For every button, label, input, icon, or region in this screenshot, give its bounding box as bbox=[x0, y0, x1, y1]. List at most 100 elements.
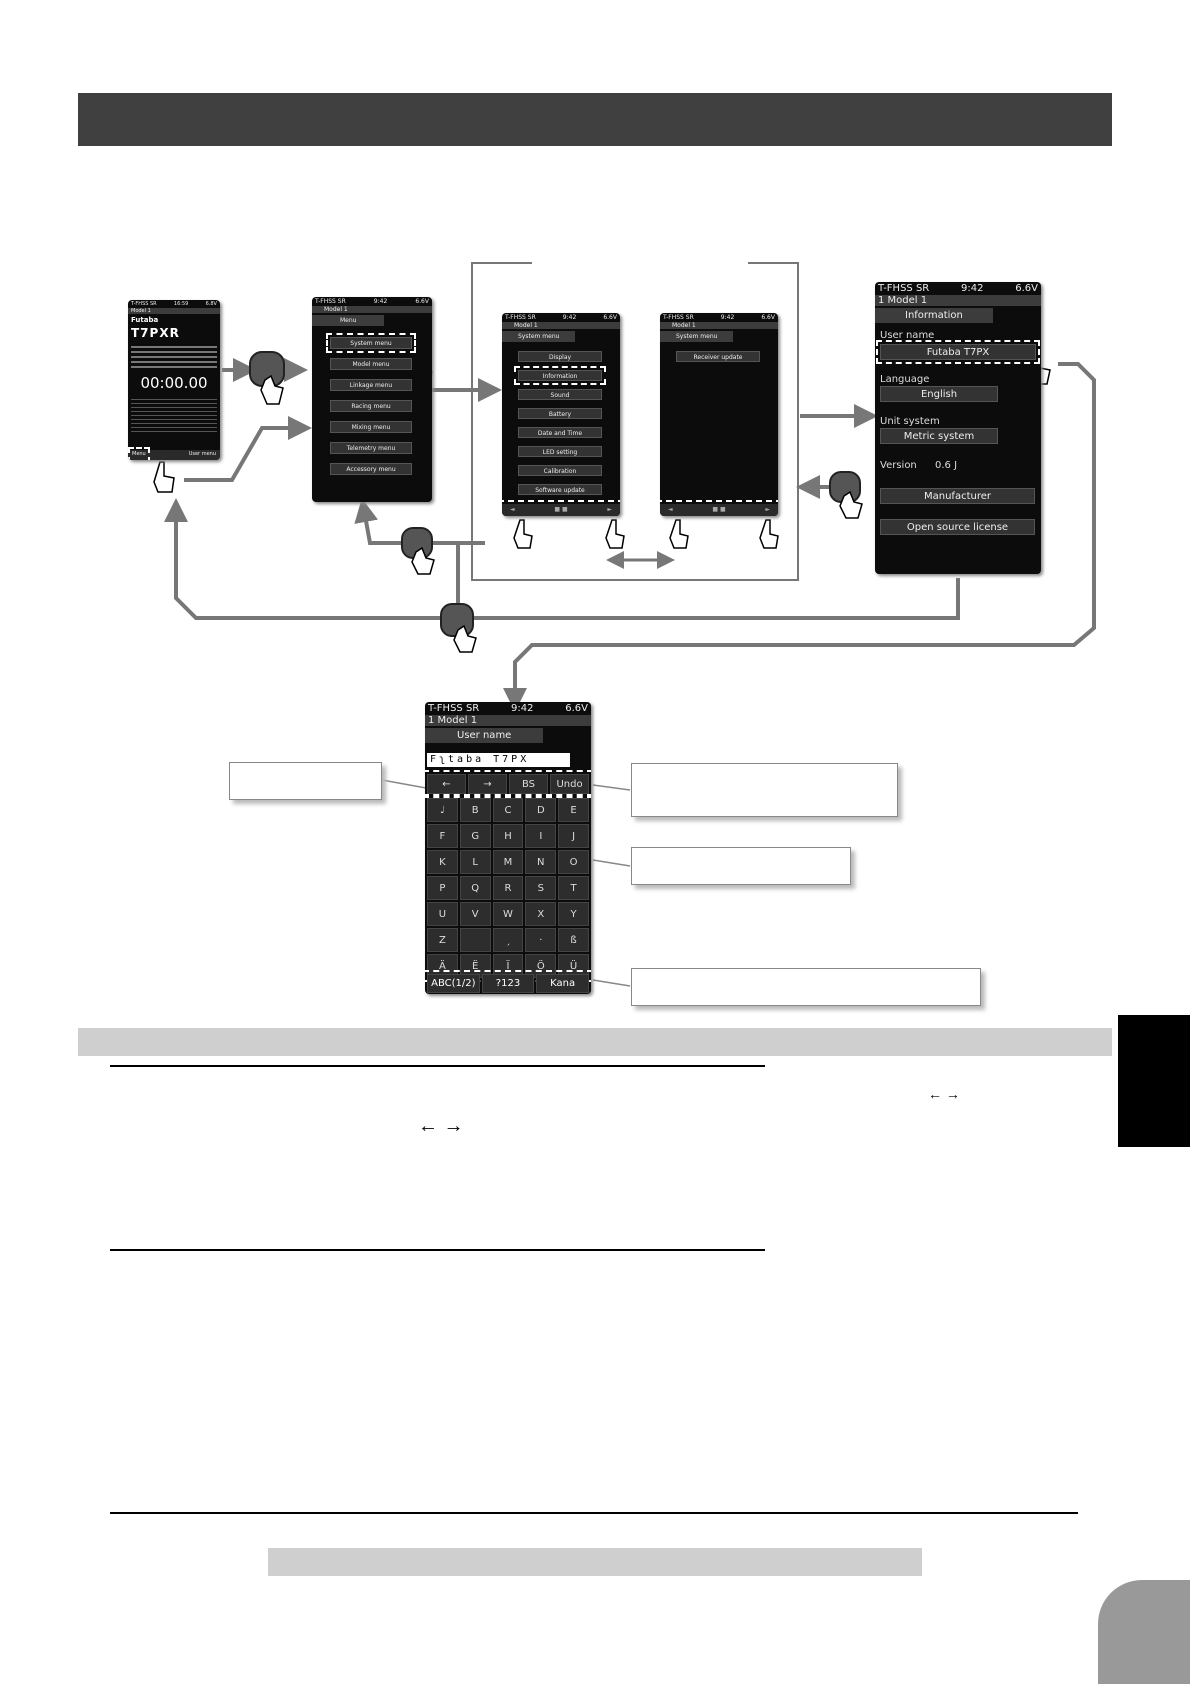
unit-system-button[interactable]: Metric system bbox=[880, 428, 998, 444]
page-prev-button[interactable]: ◄ bbox=[668, 506, 673, 513]
mixing-menu-button[interactable]: Mixing menu bbox=[330, 421, 412, 433]
sound-button[interactable]: Sound bbox=[518, 389, 602, 400]
rule-2 bbox=[110, 1249, 765, 1251]
trim-bars bbox=[131, 343, 217, 371]
char-key[interactable]: · bbox=[525, 928, 557, 952]
page-number-tab bbox=[1098, 1580, 1190, 1684]
char-key[interactable]: J bbox=[558, 824, 589, 848]
menu-softkey[interactable]: Menu bbox=[128, 447, 150, 460]
user-name-label: User name bbox=[880, 330, 935, 341]
language-button[interactable]: English bbox=[880, 386, 998, 402]
status-protocol: T-FHSS SR bbox=[505, 314, 536, 321]
status-protocol: T-FHSS SR bbox=[663, 314, 694, 321]
user-name-button[interactable]: Futaba T7PX bbox=[876, 340, 1040, 364]
char-key[interactable]: ♩ bbox=[427, 798, 458, 822]
space-key[interactable] bbox=[459, 928, 491, 952]
section-header-bar bbox=[78, 93, 1112, 146]
accessory-menu-button[interactable]: Accessory menu bbox=[330, 463, 412, 475]
rule-3 bbox=[110, 1512, 1078, 1514]
display-button[interactable]: Display bbox=[518, 351, 602, 362]
arrow-glyphs-right: ← → bbox=[928, 1086, 960, 1102]
screen-title: User name bbox=[425, 728, 544, 743]
linkage-menu-button[interactable]: Linkage menu bbox=[330, 379, 412, 391]
subsection-band bbox=[78, 1028, 1112, 1056]
callout-character-keys bbox=[631, 847, 851, 885]
char-key[interactable]: Y bbox=[558, 902, 589, 926]
system-menu-button[interactable]: System menu bbox=[326, 333, 416, 353]
char-key[interactable]: G bbox=[459, 824, 491, 848]
char-key[interactable]: C bbox=[492, 798, 524, 822]
symbol-mode-button[interactable]: ?123 bbox=[481, 974, 535, 993]
char-key[interactable]: R bbox=[492, 876, 524, 900]
model-name: Model 1 bbox=[502, 322, 620, 329]
language-label: Language bbox=[880, 374, 930, 385]
date-time-button[interactable]: Date and Time bbox=[518, 427, 602, 438]
char-key[interactable]: Q bbox=[459, 876, 491, 900]
telemetry-menu-button[interactable]: Telemetry menu bbox=[330, 442, 412, 454]
char-key[interactable]: O bbox=[558, 850, 589, 874]
character-keys: ♩ B C D E F G H I J K L M N O P Q R S T … bbox=[425, 794, 591, 982]
char-key[interactable]: X bbox=[525, 902, 557, 926]
brand-logo: Futaba bbox=[131, 316, 159, 324]
page-next-button[interactable]: ► bbox=[607, 506, 612, 513]
status-time: 9:42 bbox=[511, 703, 534, 714]
page-prev-button[interactable]: ◄ bbox=[510, 506, 515, 513]
abc-mode-button[interactable]: ABC(1/2) bbox=[427, 974, 480, 993]
led-setting-button[interactable]: LED setting bbox=[518, 446, 602, 457]
char-key[interactable]: F bbox=[427, 824, 458, 848]
undo-key[interactable]: Undo bbox=[550, 774, 589, 794]
user-name-input[interactable]: Fʅtaba T7PX bbox=[427, 753, 570, 767]
backspace-key[interactable]: BS bbox=[509, 774, 548, 794]
char-key[interactable]: ˏ bbox=[492, 928, 524, 952]
status-battery: 6.8V bbox=[205, 301, 217, 307]
status-time: 9:42 bbox=[373, 298, 388, 305]
user-menu-softkey[interactable]: User menu bbox=[188, 451, 216, 457]
timer-display: 00:00.00 bbox=[140, 374, 208, 392]
char-key[interactable]: P bbox=[427, 876, 458, 900]
cursor-left-key[interactable]: ← bbox=[427, 774, 466, 794]
software-update-button[interactable]: Software update bbox=[518, 484, 602, 495]
information-button[interactable]: Information bbox=[514, 366, 606, 385]
char-key[interactable]: M bbox=[492, 850, 524, 874]
page-next-button[interactable]: ► bbox=[765, 506, 770, 513]
char-key[interactable]: ß bbox=[558, 928, 589, 952]
open-source-license-button[interactable]: Open source license bbox=[880, 519, 1035, 535]
char-key[interactable]: U bbox=[427, 902, 458, 926]
char-key[interactable]: E bbox=[558, 798, 589, 822]
char-key[interactable]: L bbox=[459, 850, 491, 874]
manufacturer-button[interactable]: Manufacturer bbox=[880, 488, 1035, 504]
arrow-glyphs-center: ← → bbox=[418, 1115, 464, 1137]
status-protocol: T-FHSS SR bbox=[315, 298, 346, 305]
kana-mode-button[interactable]: Kana bbox=[536, 974, 589, 993]
char-key[interactable]: T bbox=[558, 876, 589, 900]
char-key[interactable]: S bbox=[525, 876, 557, 900]
char-key[interactable]: H bbox=[492, 824, 524, 848]
char-key[interactable]: I bbox=[525, 824, 557, 848]
char-key[interactable]: D bbox=[525, 798, 557, 822]
status-protocol: T-FHSS SR bbox=[131, 301, 157, 307]
model-menu-button[interactable]: Model menu bbox=[330, 358, 412, 370]
char-key[interactable]: Z bbox=[427, 928, 458, 952]
screen-title: System menu bbox=[502, 331, 576, 342]
char-key[interactable]: B bbox=[459, 798, 491, 822]
cursor-right-key[interactable]: → bbox=[468, 774, 507, 794]
char-key[interactable]: V bbox=[459, 902, 491, 926]
model-name: 1 Model 1 bbox=[875, 295, 1041, 306]
calibration-button[interactable]: Calibration bbox=[518, 465, 602, 476]
callout-edit-keys bbox=[631, 763, 898, 817]
model-name: Model 1 bbox=[128, 308, 220, 314]
screen-title: Information bbox=[875, 308, 993, 323]
battery-button[interactable]: Battery bbox=[518, 408, 602, 419]
char-key[interactable]: W bbox=[492, 902, 524, 926]
char-key[interactable]: N bbox=[525, 850, 557, 874]
status-battery: 6.6V bbox=[565, 703, 588, 714]
receiver-update-button[interactable]: Receiver update bbox=[676, 351, 760, 362]
char-key[interactable]: K bbox=[427, 850, 458, 874]
version-value: 0.6 J bbox=[935, 460, 958, 471]
unit-system-label: Unit system bbox=[880, 416, 940, 427]
racing-menu-button[interactable]: Racing menu bbox=[330, 400, 412, 412]
